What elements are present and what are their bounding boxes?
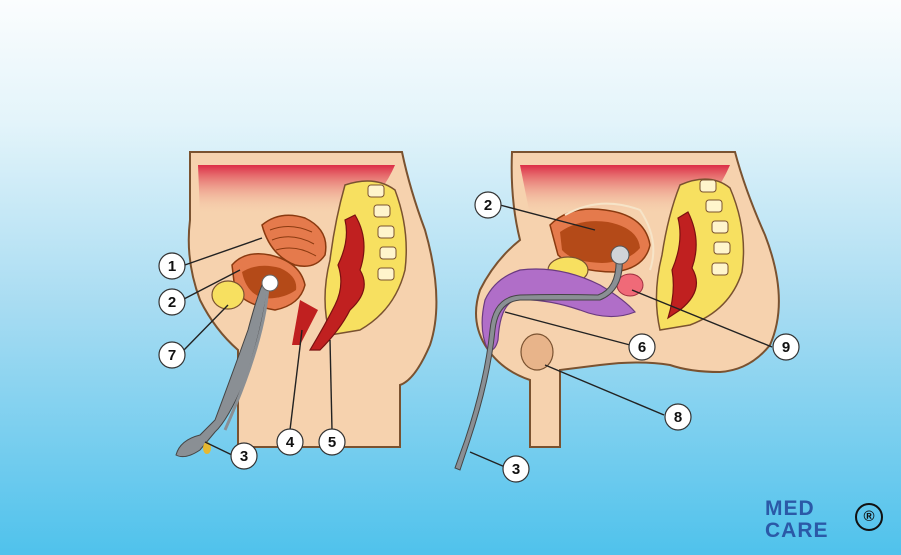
svg-text:2: 2: [168, 294, 176, 311]
male-catheter: [454, 254, 623, 471]
logo-line1: MED: [765, 497, 815, 520]
female-rectum: [308, 214, 365, 351]
male-label-6: 6: [628, 333, 656, 361]
registered-mark: ®: [855, 503, 883, 531]
female-label-4: 4: [276, 428, 304, 456]
male-rectum: [666, 211, 698, 320]
svg-text:1: 1: [168, 258, 176, 275]
svg-text:5: 5: [328, 434, 336, 451]
female-label-7: 7: [158, 341, 186, 369]
svg-text:8: 8: [674, 409, 682, 426]
male-catheter-balloon: [610, 245, 630, 265]
male-label-9: 9: [772, 333, 800, 361]
leader-lines: [181, 204, 773, 468]
female-label-1: 1: [158, 252, 186, 280]
male-testis: [520, 333, 554, 371]
female-pubic-bone: [211, 280, 245, 310]
female-vagina: [292, 300, 318, 345]
female-catheter-balloon: [261, 274, 279, 292]
svg-text:3: 3: [240, 448, 248, 465]
male-label-3: 3: [502, 455, 530, 483]
female-label-2: 2: [158, 288, 186, 316]
logo-line2: CARE: [765, 519, 829, 542]
svg-text:9: 9: [782, 339, 790, 356]
svg-text:2: 2: [484, 197, 492, 214]
svg-text:3: 3: [512, 461, 520, 478]
medcare-logo: MED CARE ®: [763, 497, 883, 545]
female-label-5: 5: [318, 428, 346, 456]
svg-text:7: 7: [168, 347, 176, 364]
female-section: [175, 151, 438, 458]
male-label-8: 8: [664, 403, 692, 431]
male-section: [454, 151, 780, 471]
male-label-2: 2: [474, 191, 502, 219]
svg-text:4: 4: [286, 434, 295, 451]
svg-text:6: 6: [638, 339, 646, 356]
female-label-3: 3: [230, 442, 258, 470]
